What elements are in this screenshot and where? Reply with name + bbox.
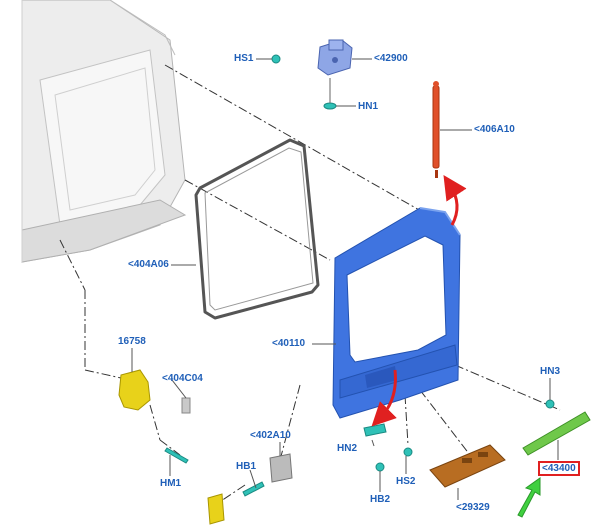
callout-hs1[interactable]: HS1	[234, 53, 254, 64]
callout-hb2[interactable]: HB2	[370, 494, 391, 505]
applique-moulding	[429, 444, 506, 488]
callout-402a10[interactable]: <402A10	[250, 430, 291, 441]
callout-404c04[interactable]: <404C04	[162, 373, 203, 384]
weatherstrip-seal	[194, 138, 320, 320]
gas-strut	[432, 81, 440, 178]
callout-hn3[interactable]: HN3	[540, 366, 561, 377]
callout-40110[interactable]: <40110	[272, 338, 306, 349]
green-arrow	[517, 477, 541, 518]
callout-hm1[interactable]: HM1	[160, 478, 182, 489]
fasteners	[164, 54, 555, 497]
callout-404a06[interactable]: <404A06	[128, 259, 169, 270]
hinge-bracket	[317, 39, 353, 76]
callout-hs2[interactable]: HS2	[396, 476, 416, 487]
spoiler	[522, 411, 591, 456]
release-bracket	[207, 453, 293, 525]
red-arrow-handle	[371, 369, 397, 427]
callout-hb1[interactable]: HB1	[236, 461, 257, 472]
liftgate-panel	[332, 207, 461, 419]
callout-hn2[interactable]: HN2	[337, 443, 358, 454]
callout-16758[interactable]: 16758	[118, 336, 146, 347]
callout-hn1[interactable]: HN1	[358, 101, 379, 112]
red-arrow-strut	[443, 174, 467, 226]
vehicle-body-shell	[21, 0, 187, 263]
callout-42900[interactable]: <42900	[374, 53, 408, 64]
callout-43400-highlighted[interactable]: <43400	[538, 461, 580, 476]
callout-406a10[interactable]: <406A10	[474, 124, 515, 135]
callout-29329[interactable]: <29329	[456, 502, 490, 513]
